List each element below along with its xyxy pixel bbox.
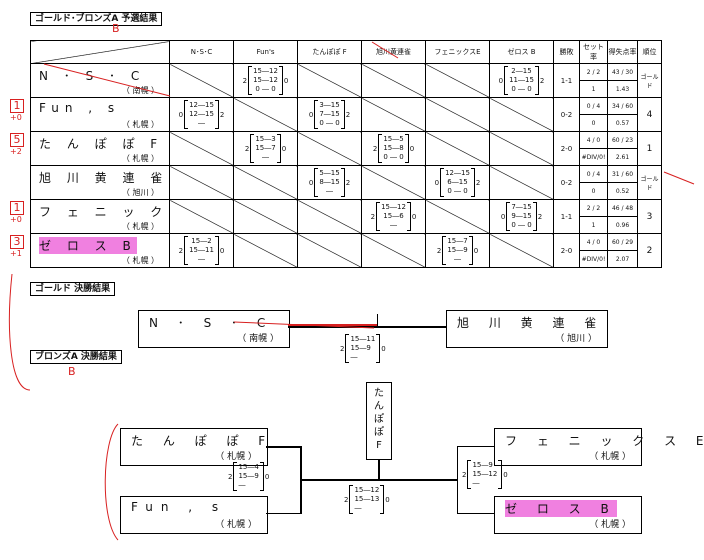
round-robin-title: ゴールド･ブロンズA 予選結果	[30, 12, 163, 26]
margin-annotation: 1+0	[10, 99, 24, 122]
no-match-cell	[297, 233, 362, 268]
self-match-cell	[489, 233, 554, 268]
set-ratio-cell: 4 / 0#DIV/0!	[579, 233, 608, 268]
no-match-cell	[425, 131, 490, 166]
no-match-cell	[361, 233, 426, 268]
no-match-cell	[361, 63, 426, 98]
margin-annotation: 5+2	[10, 133, 24, 156]
gold-final-left-team: N ･ S ･ C （ 南幌 ）	[138, 310, 290, 348]
no-match-cell	[297, 63, 362, 98]
bracket-line	[266, 513, 300, 514]
round-robin-title-correction: B	[112, 22, 120, 35]
table-row: フ ェ ニ ッ ク ス E（ 札幌 ）215―1215―6―007―159―15…	[30, 199, 662, 234]
win-loss-cell: 0-2	[553, 97, 580, 132]
gold-final-bracket-line	[288, 326, 446, 328]
winner-char: た	[374, 388, 384, 399]
winner-char: ぽ	[374, 414, 384, 425]
gold-final-title: ゴールド 決勝結果	[30, 282, 116, 296]
no-match-cell	[233, 165, 298, 200]
gold-final-winner-mark	[288, 324, 378, 326]
team-name-cell: た ん ぽ ぽ F（ 札幌 ）	[30, 131, 170, 166]
bronze-bl-team: Fun , s （ 札幌 ）	[120, 496, 268, 534]
no-match-cell	[169, 131, 234, 166]
col-header: Fun's	[233, 40, 298, 64]
no-match-cell	[489, 131, 554, 166]
table-header-row: N･S･C Fun's たんぽぽ F 旭川黄連雀 フェニックスE ゼロス B 勝…	[30, 40, 662, 64]
winner-char: ぽ	[374, 427, 384, 438]
no-match-cell	[169, 165, 234, 200]
rank-cell: 4	[637, 97, 662, 132]
bracket-line	[301, 479, 457, 481]
win-loss-cell: 2-0	[553, 233, 580, 268]
gold-final-center-tick	[377, 314, 378, 326]
margin-annotation: 1+0	[10, 201, 24, 224]
corner-cell	[30, 40, 170, 64]
bronze-tl-team: た ん ぽ ぽ F （ 札幌 ）	[120, 428, 268, 466]
col-header: セット率	[579, 40, 608, 64]
bracket-line	[457, 513, 494, 514]
no-match-cell	[233, 233, 298, 268]
team-name-cell: ゼ ロ ス B（ 札幌 ）	[30, 233, 170, 268]
col-header: 順位	[637, 40, 662, 64]
rank-cell: 2	[637, 233, 662, 268]
round-robin-table: N･S･C Fun's たんぽぽ F 旭川黄連雀 フェニックスE ゼロス B 勝…	[30, 40, 662, 268]
win-loss-cell: 0-2	[553, 165, 580, 200]
bronze-tr-team: フ ェ ニ ッ ク ス E （ 札幌 ）	[494, 428, 703, 466]
margin-annotation: 3+1	[10, 235, 24, 258]
bracket-line	[378, 458, 380, 480]
winner-char: ん	[374, 401, 384, 412]
bracket-line	[457, 446, 458, 514]
rank-cell: ゴールド	[637, 63, 662, 98]
col-header: たんぽぽ F	[297, 40, 362, 64]
self-match-cell	[233, 97, 298, 132]
bronze-br-team: ゼ ロ ス B （ 札幌 ）	[494, 496, 642, 534]
team-name-cell: Fun , s（ 札幌 ）	[30, 97, 170, 132]
rank-cell: 3	[637, 199, 662, 234]
bracket-line	[266, 446, 300, 448]
gold-final-right-team: 旭 川 黄 連 雀 （ 旭川 ）	[446, 310, 608, 348]
no-match-cell	[361, 97, 426, 132]
team-name-cell: N ･ S ･ C（ 南幌 ）	[30, 63, 170, 98]
self-match-cell	[169, 63, 234, 98]
bronze-final-title-correction: B	[68, 365, 76, 378]
no-match-cell	[425, 63, 490, 98]
winner-char: F	[376, 440, 382, 451]
self-match-cell	[425, 199, 490, 234]
bronze-final-title: ブロンズA 決勝結果	[30, 350, 122, 364]
col-header: 勝敗	[553, 40, 580, 64]
win-loss-cell: 2-0	[553, 131, 580, 166]
no-match-cell	[169, 199, 234, 234]
no-match-cell	[489, 165, 554, 200]
bracket-line	[457, 446, 494, 447]
rank-cell: ゴールド	[637, 165, 662, 200]
no-match-cell	[297, 199, 362, 234]
no-match-cell	[489, 97, 554, 132]
